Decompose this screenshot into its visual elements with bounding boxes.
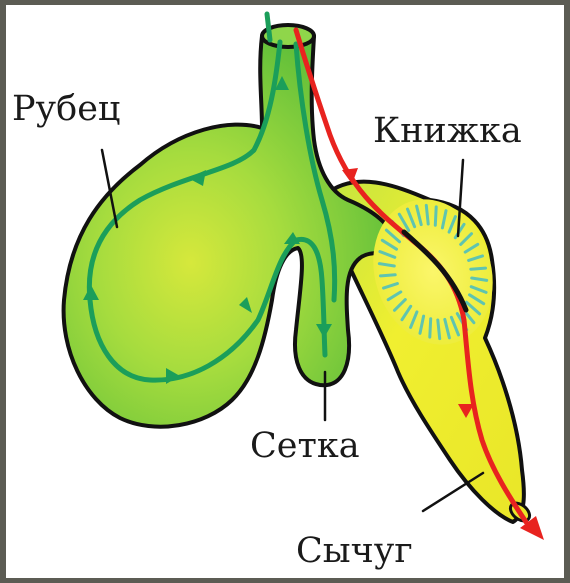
label-reticulum: Сетка	[250, 429, 360, 464]
omasum-leaf	[438, 320, 440, 339]
label-omasum: Книжка	[373, 114, 522, 149]
omasum-leaf	[471, 268, 486, 269]
omasum-leaf	[435, 207, 436, 225]
label-abomasum: Сычуг	[296, 534, 413, 569]
omasum-leaf	[381, 275, 396, 276]
omasum-leaf	[430, 319, 431, 337]
omasum-leaf	[426, 205, 428, 224]
label-rumen: Рубец	[12, 92, 120, 127]
